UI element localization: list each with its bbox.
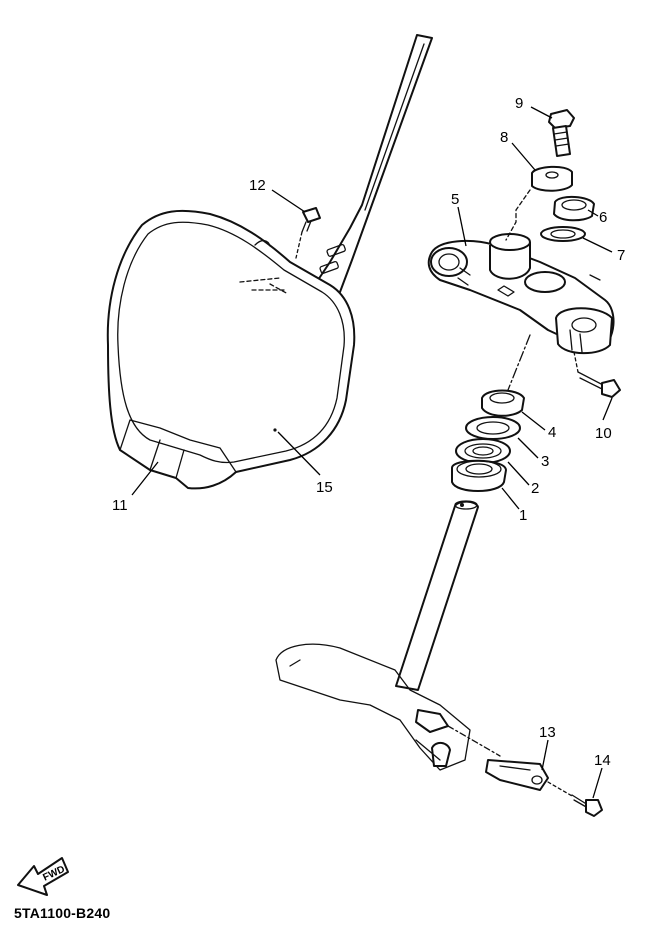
leader-lines: [131, 106, 613, 799]
part-label-2: 2: [531, 480, 539, 497]
nut-6-illustration: [553, 196, 595, 222]
part-label-13: 13: [539, 724, 556, 741]
bolt-9-illustration: [548, 109, 575, 157]
part-label-9: 9: [515, 95, 523, 112]
part-label-1: 1: [519, 507, 527, 524]
part-label-12: 12: [249, 177, 266, 194]
seal-1-illustration: [451, 459, 507, 492]
part-label-8: 8: [500, 129, 508, 146]
part-label-6: 6: [599, 209, 607, 226]
part-label-15: 15: [316, 479, 333, 496]
fwd-arrow-icon: FWD: [17, 857, 69, 896]
part-label-11: 11: [112, 497, 128, 514]
bolt-14-illustration: [547, 781, 603, 817]
nut-4-illustration: [481, 389, 525, 417]
part-label-7: 7: [617, 247, 625, 264]
holder-13-illustration: [485, 759, 549, 791]
part-label-4: 4: [548, 424, 556, 441]
bolt-12-illustration: [295, 207, 321, 259]
part-label-14: 14: [594, 752, 611, 769]
washer-7-illustration: [540, 226, 586, 242]
upper-bracket-illustration: [427, 233, 615, 355]
number-plate-illustration: [106, 34, 433, 490]
seal-3-illustration: [465, 416, 521, 440]
part-label-5: 5: [451, 191, 459, 208]
bolt-10-illustration: [573, 351, 621, 398]
lower-bracket-illustration: [275, 500, 501, 771]
diagram-code: 5TA1100-B240: [14, 905, 111, 921]
part-number-labels: 9 8 6 7 5 10 4 3 2 1 12 11 15 13 14: [112, 95, 625, 769]
part-label-3: 3: [541, 453, 549, 470]
clamp-8-illustration: [505, 165, 573, 241]
part-label-10: 10: [595, 425, 612, 442]
bearing-2-illustration: [455, 438, 511, 464]
